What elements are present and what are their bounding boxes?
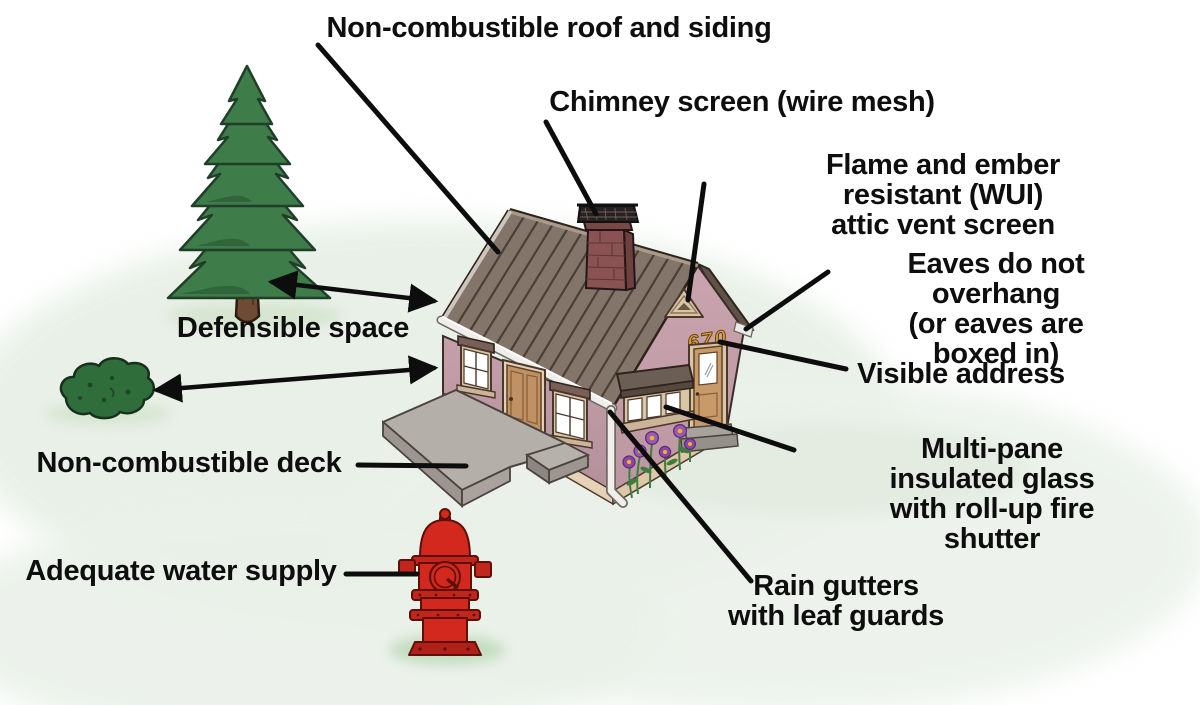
label-visible-address: Visible address <box>857 358 1065 390</box>
leader-roof-siding <box>315 42 501 255</box>
downspout <box>606 405 628 508</box>
window-b-shutter-box <box>549 380 591 400</box>
label-deck: Non-combustible deck <box>36 447 342 479</box>
label-rain-gutters: Rain gutters with leaf guards <box>728 570 944 632</box>
leader-multipane <box>663 404 797 453</box>
leader-attic-vent <box>685 181 707 303</box>
window-a <box>456 335 496 399</box>
hydrant-lower-barrel <box>422 617 468 645</box>
flower-heads <box>622 424 696 469</box>
flower-leaves <box>626 446 690 486</box>
label-defensible-space: Defensible space <box>176 312 410 344</box>
hydrant-bolts <box>416 593 476 651</box>
leader-lines <box>315 42 849 584</box>
label-roof-siding: Non-combustible roof and siding <box>326 12 772 44</box>
bush <box>44 357 172 425</box>
label-attic-vent: Flame and ember resistant (WUI) attic ve… <box>825 149 1061 241</box>
window-a-shutter-box <box>457 335 495 354</box>
bush-body <box>59 357 156 420</box>
front-door <box>680 340 739 453</box>
tree-foliage-shading <box>180 195 252 294</box>
window-a-sill <box>456 384 496 399</box>
leader-deck <box>355 462 469 469</box>
leader-visible-address <box>717 339 849 372</box>
chimney <box>576 203 640 292</box>
chimney-crown <box>582 221 634 231</box>
chimney-screen-mesh <box>576 205 640 223</box>
leader-chimney-screen <box>543 119 599 217</box>
defensible-space-arrows <box>152 270 439 403</box>
pine-tree <box>166 64 343 330</box>
label-eaves: Eaves do not overhang (or eaves are boxe… <box>907 248 1085 370</box>
side-door-knob <box>509 397 513 401</box>
deck-step <box>524 442 591 485</box>
arrow-defensible-upper <box>267 270 439 313</box>
window-b <box>548 380 593 449</box>
hydrant-bonnet <box>419 519 471 559</box>
attic-vent <box>664 288 704 318</box>
label-multipane-glass: Multi-pane insulated glass with roll-up … <box>889 433 1095 555</box>
chimney-bricks <box>585 231 627 281</box>
chimney-body <box>584 229 628 292</box>
hydrant-wrench <box>445 577 460 590</box>
roof-rake-fascia <box>439 209 513 323</box>
fire-hydrant <box>389 508 505 665</box>
deck-face-right <box>461 465 511 508</box>
hydrant-nozzle-right <box>474 561 492 578</box>
label-water-supply: Adequate water supply <box>25 555 337 587</box>
flowers <box>622 424 696 499</box>
arrow-defensible-lower <box>152 355 439 403</box>
bush-spots <box>78 375 131 403</box>
leader-rain-gutters <box>607 409 754 584</box>
label-chimney-screen: Chimney screen (wire mesh) <box>549 86 935 118</box>
leader-eaves <box>743 269 831 332</box>
